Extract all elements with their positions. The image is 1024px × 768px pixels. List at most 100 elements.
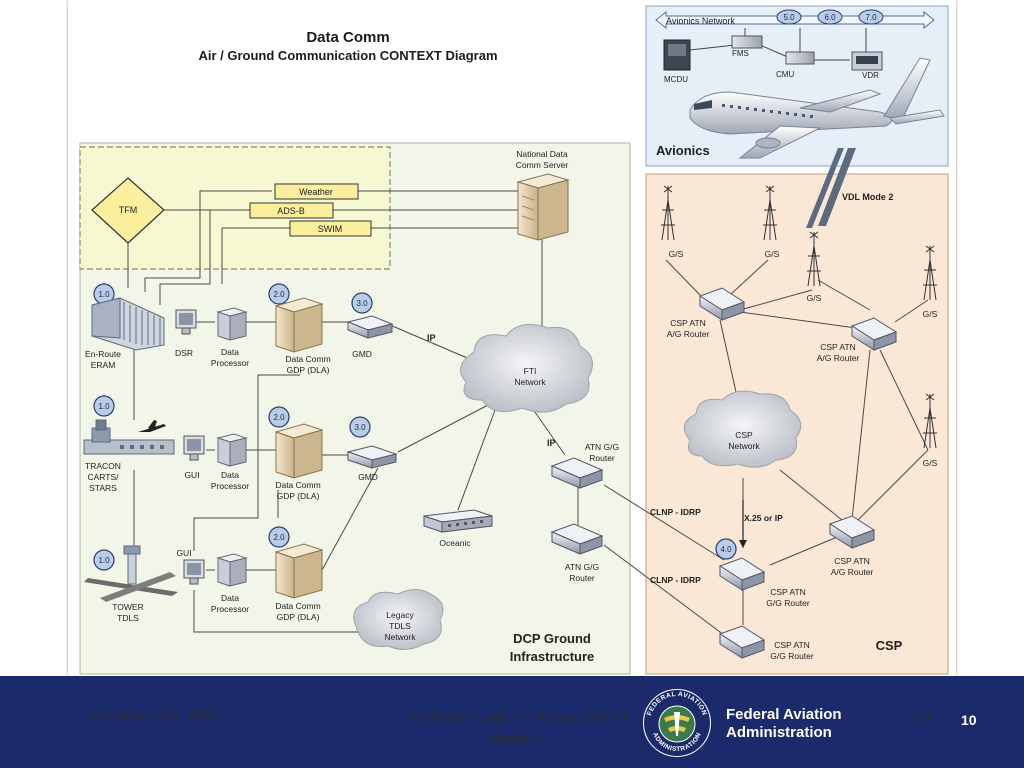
ndcs-label-1: National Data	[516, 149, 568, 159]
footer-page-number: 10	[915, 709, 930, 725]
faa-seal-logo: FEDERAL AVIATION ADMINISTRATION	[641, 687, 713, 759]
svg-text:1.0: 1.0	[98, 556, 110, 565]
csp-router-label-1a: CSP ATN	[670, 318, 706, 328]
context-diagram: Data Comm Air / Ground Communication CON…	[79, 5, 949, 675]
clnp-label-1: CLNP - IDRP	[650, 507, 701, 517]
gs-label-2: G/S	[765, 249, 780, 259]
oceanic-device-icon	[423, 509, 493, 533]
tracon-label-2: CARTS/	[87, 472, 119, 482]
vdl-label: VDL Mode 2	[842, 192, 893, 202]
atn1-label-2: Router	[589, 453, 615, 463]
gs-tower-icon-3	[807, 231, 821, 287]
tower-gdp-label-1: Data Comm	[275, 601, 320, 611]
svg-text:7.0: 7.0	[865, 13, 877, 22]
footer-slide-number: 10	[961, 712, 977, 728]
csp-router-label-5b: G/G Router	[770, 651, 814, 661]
svg-text:1.0: 1.0	[98, 290, 110, 299]
csp-network-label-2: Network	[728, 441, 760, 451]
tracon-dp-label-2: Processor	[211, 481, 249, 491]
tracon-gdp-server-icon	[274, 423, 324, 479]
atn2-label-1: ATN G/G	[565, 562, 599, 572]
dsr-monitor-icon	[175, 309, 197, 335]
tracon-facility-icon	[83, 419, 175, 455]
tower-processor-icon	[216, 553, 248, 587]
footer-title: Verification and Validation (V&V) Summit	[360, 707, 670, 749]
tracon-gdp-label-2: GDP (DLA)	[277, 491, 320, 501]
tracon-gmd-badge: 3.0	[349, 416, 371, 438]
tower-gui-label: GUI	[176, 548, 191, 558]
enroute-gmd-badge: 3.0	[351, 292, 373, 314]
csp-router-label-2a: CSP ATN	[820, 342, 856, 352]
svg-text:6.0: 6.0	[824, 13, 836, 22]
atn1-label-1: ATN G/G	[585, 442, 619, 452]
x25-arrowhead	[739, 540, 747, 548]
atn1-router-icon	[550, 457, 604, 489]
csp-router-label-5a: CSP ATN	[774, 640, 810, 650]
tower-gdp-badge: 2.0	[268, 526, 290, 548]
clnp-label-2: CLNP - IDRP	[650, 575, 701, 585]
enroute-dp-label-2: Processor	[211, 358, 249, 368]
diagram-frame: Data Comm Air / Ground Communication CON…	[68, 0, 956, 676]
avionics-section-label: Avionics	[656, 143, 710, 158]
gs-label-3: G/S	[807, 293, 822, 303]
ndcs-label-2: Comm Server	[516, 160, 569, 170]
legacy-label-2: TDLS	[389, 621, 411, 631]
fms-device	[731, 35, 763, 49]
tower-gdp-server-icon	[274, 543, 324, 599]
tower-label-2: TDLS	[117, 613, 139, 623]
csp-network-label-1: CSP	[735, 430, 753, 440]
csp-router-icon-2	[850, 317, 898, 351]
enroute-processor-icon	[216, 307, 248, 341]
atn2-label-2: Router	[569, 573, 595, 583]
tower-badge: 1.0	[93, 549, 115, 571]
svg-text:ADS-B: ADS-B	[277, 206, 305, 216]
legacy-tdls-cloud	[353, 589, 444, 650]
badge-6-0: 6.0	[817, 9, 843, 25]
gs-tower-icon-2	[763, 185, 777, 241]
fti-label-1: FTI	[524, 366, 537, 376]
gs-label-1: G/S	[669, 249, 684, 259]
tracon-label-1: TRACON	[85, 461, 121, 471]
weather-box: Weather	[274, 183, 359, 200]
x25-label: X.25 or IP	[744, 513, 783, 523]
badge-5-0: 5.0	[776, 9, 802, 25]
fti-label-2: Network	[514, 377, 546, 387]
mcdu-screen	[668, 44, 686, 56]
enroute-dp-label-1: Data	[221, 347, 239, 357]
footer-title-line2: Summit	[489, 730, 541, 747]
tower-runway-icon	[84, 545, 178, 602]
gs-label-5: G/S	[923, 458, 938, 468]
svg-text:3.0: 3.0	[356, 299, 368, 308]
adsb-box: ADS-B	[249, 202, 334, 219]
eram-building-icon	[91, 297, 165, 351]
tower-gdp-label-2: GDP (DLA)	[277, 612, 320, 622]
svg-text:Weather: Weather	[299, 187, 333, 197]
swim-box: SWIM	[289, 220, 372, 237]
tracon-gmd-router-icon	[346, 445, 398, 469]
tracon-gdp-badge: 2.0	[268, 406, 290, 428]
csp-router-icon-1	[698, 287, 746, 321]
footer-date: November 4-5, 2009	[86, 707, 219, 724]
csp-router-label-1b: A/G Router	[667, 329, 710, 339]
enroute-gdp-server-icon	[274, 297, 324, 353]
vdr-label: VDR	[862, 71, 879, 80]
dcp-label-1: DCP Ground	[513, 631, 591, 646]
tower-label-1: TOWER	[112, 602, 143, 612]
ip-label-1: IP	[427, 333, 436, 343]
tracon-gdp-label-1: Data Comm	[275, 480, 320, 490]
ndcs-server-icon	[516, 173, 570, 241]
mcdu-label: MCDU	[664, 75, 688, 84]
tower-dp-label-1: Data	[221, 593, 239, 603]
enroute-gmd-router-icon	[346, 315, 394, 339]
footer-agency-line1: Federal Aviation	[726, 706, 842, 723]
csp-router-label-2b: A/G Router	[817, 353, 860, 363]
svg-text:2.0: 2.0	[273, 413, 285, 422]
svg-text:1.0: 1.0	[98, 402, 110, 411]
svg-text:4.0: 4.0	[720, 545, 732, 554]
csp-section-label: CSP	[876, 638, 903, 653]
tracon-gui-monitor-icon	[183, 435, 205, 461]
svg-text:2.0: 2.0	[273, 290, 285, 299]
tracon-gui-label: GUI	[184, 470, 199, 480]
svg-text:SWIM: SWIM	[318, 224, 343, 234]
